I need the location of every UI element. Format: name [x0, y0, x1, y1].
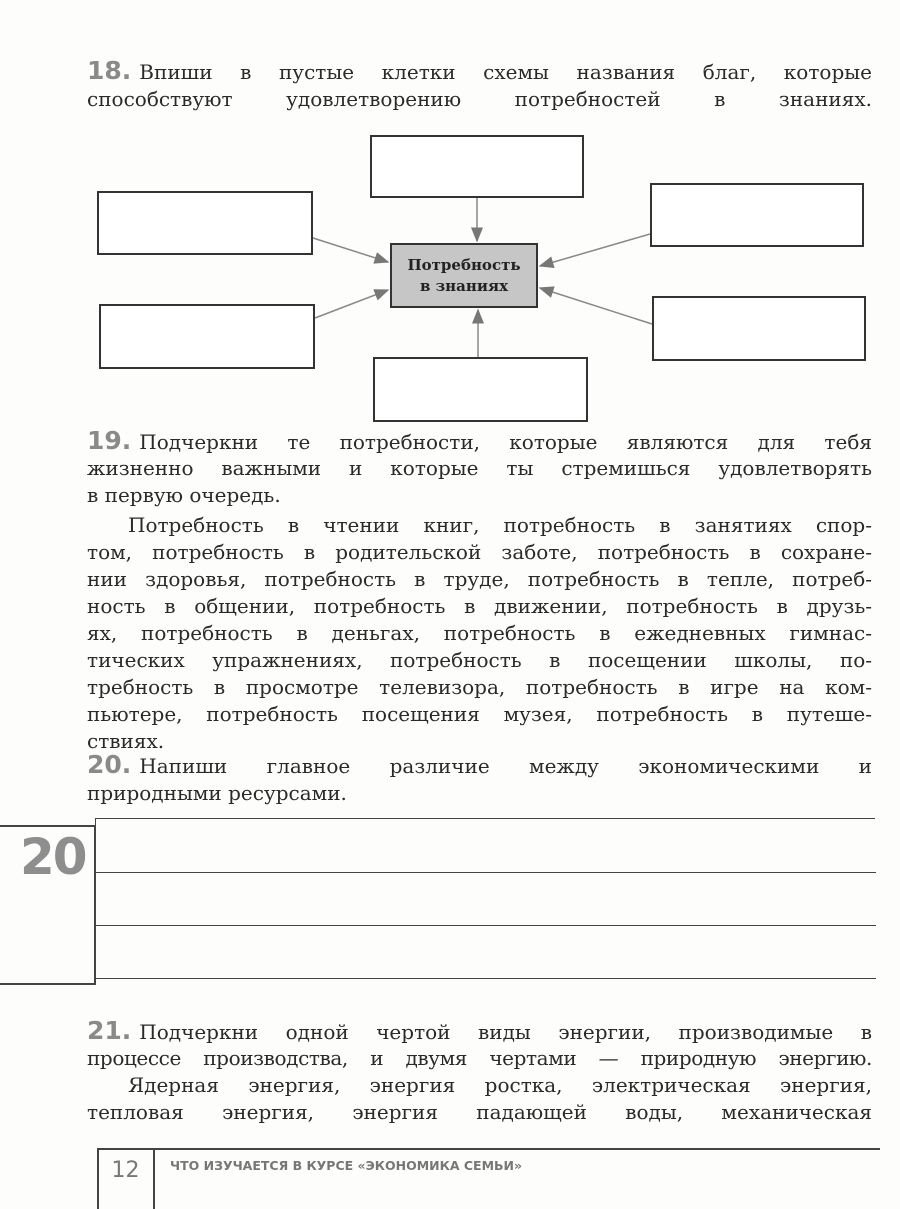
task21-line-2: процессе производства, и двумя чертами —…: [87, 1046, 872, 1070]
answer-line[interactable]: [95, 818, 875, 819]
task-number: 20.: [87, 750, 132, 779]
answer-box-right-top[interactable]: [650, 183, 864, 247]
arrow: [314, 289, 390, 319]
task19-para-line: ность в общении, потребность в движении,…: [87, 594, 872, 618]
answer-box-left-top[interactable]: [97, 191, 313, 255]
task-number: 21.: [87, 1016, 132, 1045]
task20-line-2: природными ресурсами.: [87, 781, 347, 805]
task19-para-line: том, потребность в родительской заботе, …: [87, 540, 872, 564]
answer-box-right-bottom[interactable]: [652, 296, 866, 361]
page-number: 12: [111, 1158, 140, 1183]
answer-line[interactable]: [96, 978, 876, 979]
answer-box-left-bottom[interactable]: [99, 304, 315, 369]
divider: [95, 818, 96, 979]
task19-para-line: тических упражнениях, потребность в посе…: [87, 648, 872, 672]
task20-line-1: 20.Напиши главное различие между экономи…: [87, 750, 872, 779]
task19-line-1: 19.Подчеркни те потребности, которые явл…: [87, 426, 872, 455]
arrow: [312, 237, 390, 264]
task21-para-line: Ядерная энергия, энергия ростка, электри…: [128, 1073, 872, 1097]
task-number: 18.: [87, 56, 132, 85]
footer-rule: [97, 1148, 880, 1150]
task21-para-line: тепловая энергия, энергия падающей воды,…: [87, 1100, 872, 1124]
page-number-box: [97, 1149, 155, 1209]
answer-line[interactable]: [96, 872, 876, 873]
task19-para-line: нии здоровья, потребность в труде, потре…: [87, 567, 872, 591]
arrow: [538, 233, 651, 268]
arrow: [538, 286, 653, 325]
diagram-arrows: [312, 198, 653, 357]
task19-para-line: Потребность в чтении книг, потребность в…: [128, 513, 872, 537]
task19-para-line: требность в просмотре телевизора, потреб…: [87, 675, 872, 699]
margin-number: 20: [20, 828, 88, 886]
task19-line-3: в первую очередь.: [87, 483, 281, 507]
answer-box-top[interactable]: [370, 135, 584, 198]
answer-box-bottom[interactable]: [373, 357, 588, 422]
task21-line-1: 21.Подчеркни одной чертой виды энергии, …: [87, 1016, 872, 1045]
task19-para-line: ствиях.: [87, 729, 165, 753]
task19-para-line: ях, потребность в деньгах, потребность в…: [87, 621, 872, 645]
task19-para-line: пьютере, потребность посещения музея, по…: [87, 702, 872, 726]
answer-line[interactable]: [96, 925, 876, 926]
task18-line-2: способствуют удовлетворению потребностей…: [87, 87, 872, 111]
task18-line-1: 18.Впиши в пустые клетки схемы названия …: [87, 56, 872, 85]
task19-line-2: жизненно важными и которые ты стремишься…: [87, 456, 872, 480]
footer-title: ЧТО ИЗУЧАЕТСЯ В КУРСЕ «ЭКОНОМИКА СЕМЬИ»: [170, 1158, 523, 1173]
task-number: 19.: [87, 426, 132, 455]
